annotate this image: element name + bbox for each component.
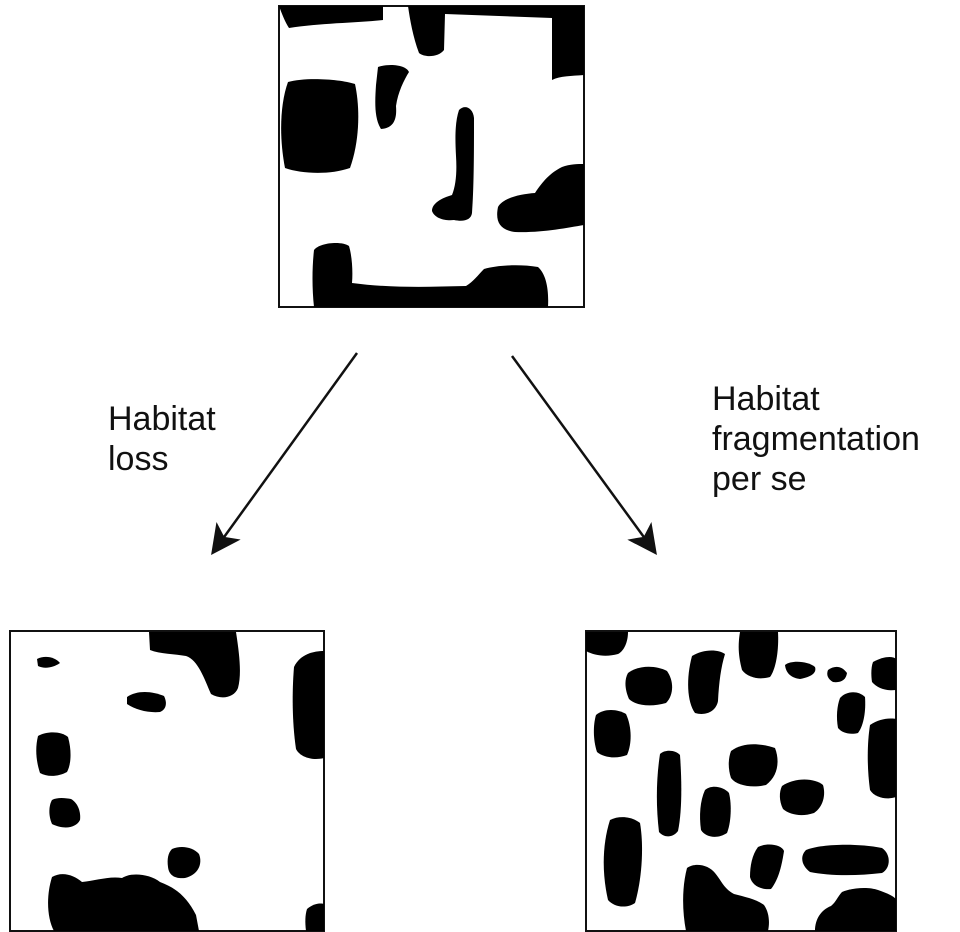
habitat-patch [312,242,549,307]
habitat-patch [871,657,896,691]
habitat-fragmentation-label: Habitat fragmentation per se [712,379,920,499]
habitat-patch [815,887,896,931]
habitat-loss-label-line-1: Habitat [108,400,216,438]
habitat-patch [279,6,383,28]
habitat-patch [37,656,60,668]
habitat-fragmentation-label-line-1: Habitat [712,380,820,418]
habitat-fragmentation-label-line-2: fragmentation [712,420,920,458]
habitat-patch [305,903,324,931]
habitat-patch [779,779,825,816]
habitat-loss-arrow [211,352,359,556]
habitat-loss-landscape [9,630,325,932]
habitat-loss-label: Habitat loss [108,399,216,479]
habitat-patch [836,692,866,734]
habitat-patch [127,692,166,713]
habitat-patch [802,844,889,876]
habitat-patch [603,817,643,907]
fragmentation-arrow [510,355,657,556]
habitat-patch [656,750,682,837]
habitat-patch [586,632,628,656]
habitat-patch [281,79,359,173]
habitat-patch [375,64,409,129]
habitat-patch [867,718,896,799]
habitat-patch [728,744,778,787]
habitat-patch [292,651,324,759]
habitat-patch [700,786,731,837]
fragmentation-landscape [585,630,897,932]
habitat-patch [167,846,201,879]
habitat-loss-label-line-2: loss [108,440,169,478]
habitat-patch [750,844,784,890]
habitat-patch [625,666,673,706]
habitat-patch [593,710,631,758]
original-landscape [278,5,585,308]
habitat-patch [408,6,584,80]
habitat-patch [785,661,816,679]
habitat-fragmentation-label-line-3: per se [712,460,807,498]
habitat-patch [497,164,584,233]
habitat-patch [149,632,240,698]
habitat-patch [688,650,725,714]
habitat-patch [48,874,199,931]
habitat-patch [36,732,71,776]
habitat-patch [683,864,769,931]
habitat-patch [432,107,474,221]
habitat-patch [49,798,81,828]
habitat-patch [827,666,847,683]
habitat-patch [738,632,779,679]
